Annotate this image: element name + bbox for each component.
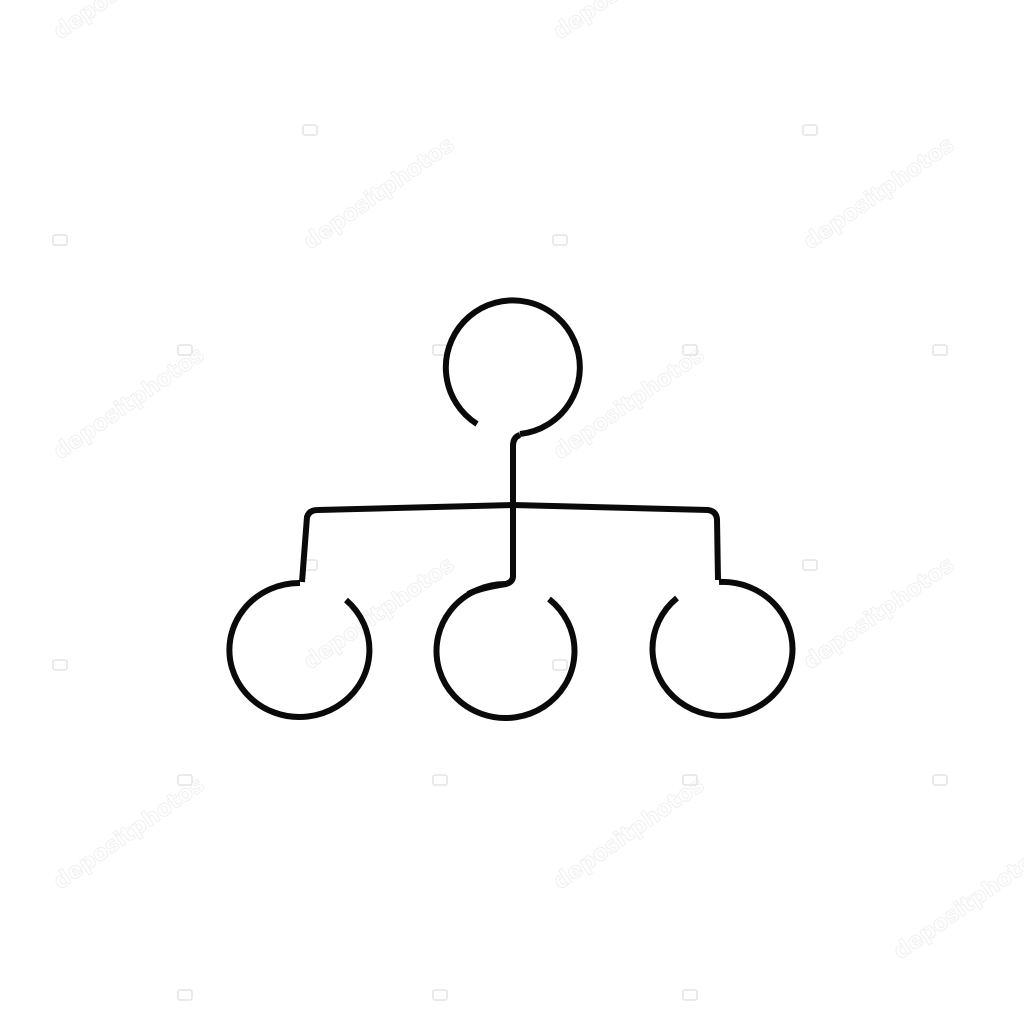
child-node-center-circle	[433, 580, 578, 721]
watermark-text: depositphotos	[299, 132, 459, 255]
connector-lines	[299, 432, 721, 597]
watermark-text: depositphotos	[799, 132, 959, 255]
child-node-right	[649, 578, 796, 719]
watermark-text: depositphotos	[549, 342, 709, 465]
watermark-text: depositphotos	[49, 0, 209, 45]
watermark-camera-icon	[177, 989, 193, 1001]
horizontal-branch	[299, 502, 721, 583]
watermark-camera-icon	[52, 234, 68, 246]
watermark-camera-icon	[432, 774, 448, 786]
watermark-camera-icon	[932, 344, 948, 356]
watermark-text: depositphotos	[799, 552, 959, 675]
watermark: depositphotos depositphotos depositphotos d…	[49, 0, 1024, 1001]
watermark-text: depositphotos	[49, 772, 209, 895]
root-node	[442, 297, 583, 437]
root-stem	[466, 432, 522, 597]
watermark-camera-icon	[552, 234, 568, 246]
watermark-text: depositphotos	[49, 342, 209, 465]
watermark-camera-icon	[802, 124, 818, 136]
watermark-camera-icon	[432, 989, 448, 1001]
watermark-camera-icon	[682, 989, 698, 1001]
child-node-left-circle	[226, 579, 373, 720]
child-node-left	[226, 579, 373, 720]
watermark-text: depositphotos	[549, 0, 709, 45]
watermark-camera-icon	[932, 774, 948, 786]
watermark-camera-icon	[52, 659, 68, 671]
watermark-text: depositphotos	[549, 772, 709, 895]
watermark-camera-icon	[682, 344, 698, 356]
watermark-camera-icon	[682, 774, 698, 786]
child-node-center	[433, 580, 578, 721]
watermark-camera-icon	[302, 124, 318, 136]
root-node-circle	[442, 297, 583, 437]
watermark-camera-icon	[552, 659, 568, 671]
watermark-text: depositphotos	[889, 842, 1024, 965]
watermark-camera-icon	[177, 774, 193, 786]
watermark-camera-icon	[802, 559, 818, 571]
watermark-camera-icon	[177, 344, 193, 356]
child-node-right-circle	[649, 578, 796, 719]
